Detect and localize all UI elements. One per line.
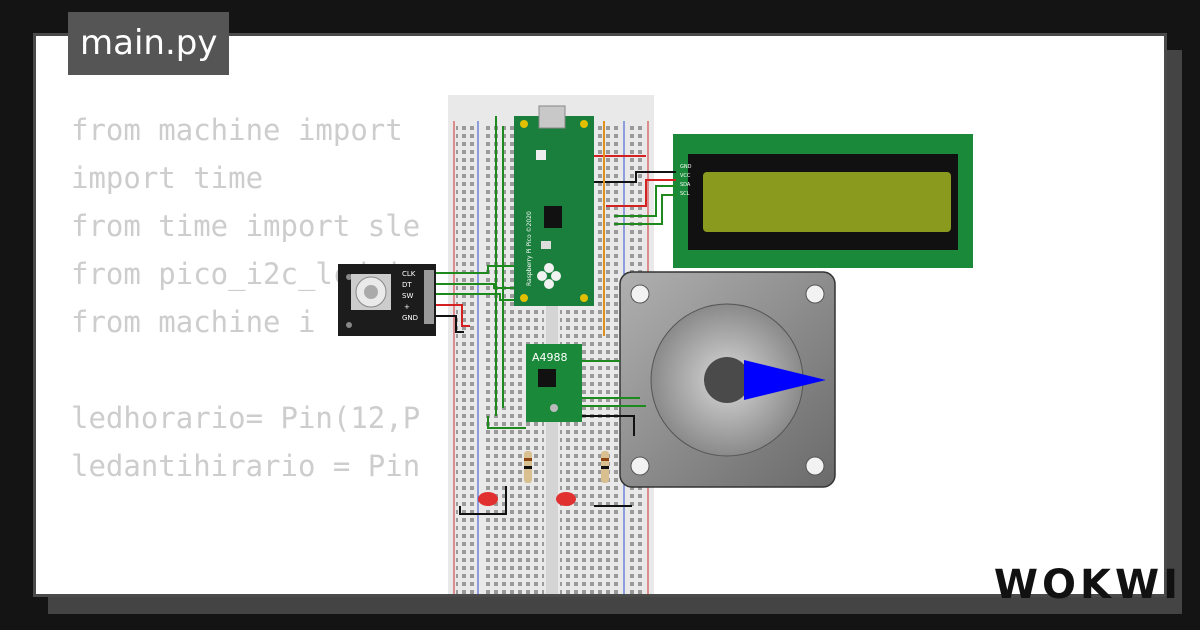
filename-tab[interactable]: main.py <box>68 12 230 75</box>
encoder-pin-dt: DT <box>402 281 412 289</box>
code-line: from machine i <box>71 305 316 339</box>
code-line: from machine import <box>71 113 403 147</box>
encoder-pin-gnd: GND <box>402 314 418 322</box>
driver-label: A4988 <box>532 351 568 364</box>
stepper-motor <box>619 271 836 488</box>
rotary-encoder: CLK DT SW + GND <box>338 264 436 336</box>
a4988-driver: A4988 <box>526 344 582 422</box>
code-line: ledantihirario = Pin <box>71 449 421 483</box>
resistors <box>524 451 609 483</box>
pico-board: Raspberry Pi Pico ©2020 <box>514 105 594 306</box>
code-preview: from machine import import time from time … <box>71 106 420 490</box>
motor-pointer-icon <box>744 360 826 400</box>
leds <box>478 492 576 506</box>
pico-label: Raspberry Pi Pico ©2020 <box>526 211 533 286</box>
lcd-pin-scl: SCL <box>680 191 690 197</box>
wires <box>436 116 676 515</box>
project-card: from machine import import time from time … <box>33 33 1167 597</box>
encoder-pin-clk: CLK <box>402 270 416 278</box>
lcd-pin-sda: SDA <box>680 182 691 188</box>
lcd-pin-vcc: VCC <box>680 173 691 179</box>
encoder-pin-sw: SW <box>402 292 413 300</box>
wokwi-logo: WOKWI <box>993 562 1182 608</box>
lcd-pin-gnd: GND <box>680 164 692 170</box>
lcd-display: GND VCC SDA SCL <box>673 134 973 268</box>
code-line: from time import sle <box>71 209 421 243</box>
code-line: import time <box>71 161 264 195</box>
encoder-pin-plus: + <box>404 303 410 311</box>
code-line: ledhorario= Pin(12,P <box>71 401 421 435</box>
circuit-diagram: Raspberry Pi Pico ©2020 A4988 <box>338 95 973 594</box>
raspberry-logo-icon <box>537 263 561 289</box>
